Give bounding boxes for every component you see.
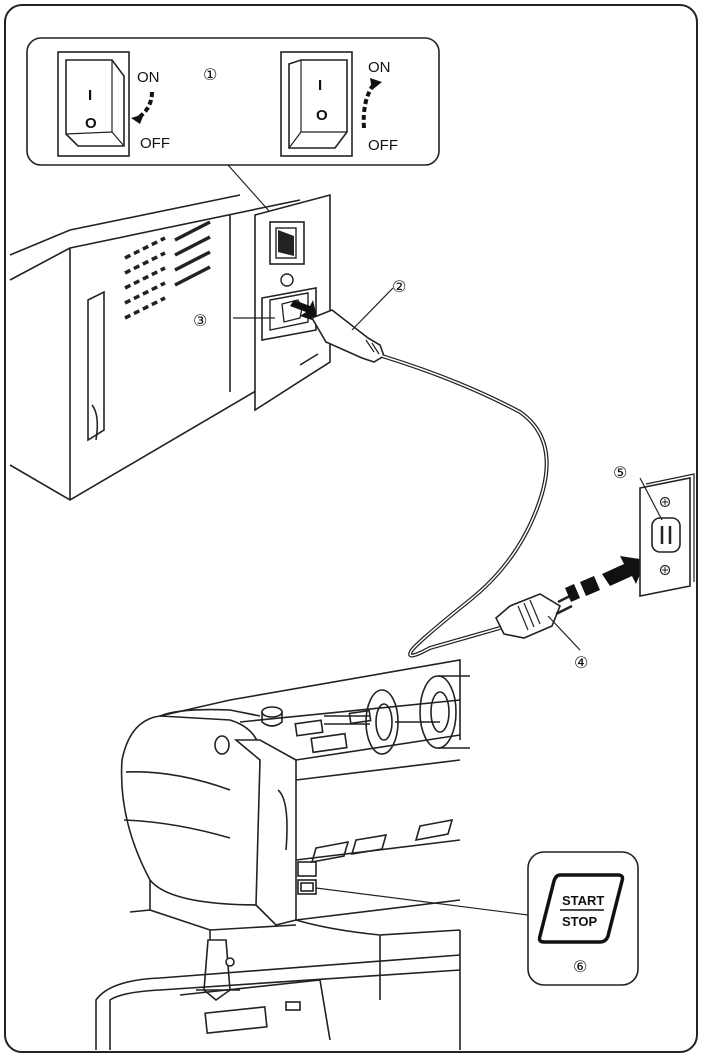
callout-5: ⑤ [613, 463, 627, 482]
switch-inset: I O ON OFF ① I O ON OFF [26, 37, 440, 166]
right-switch-on-mark: I [318, 77, 322, 94]
start-stop-label-stop: STOP [562, 914, 597, 929]
right-switch-on-label: ON [368, 59, 391, 76]
start-stop-label-start: START [562, 893, 604, 908]
left-switch-on-label: ON [137, 69, 160, 86]
callout-6: ⑥ [573, 957, 587, 976]
sewing-machine-front [95, 659, 470, 1050]
left-switch-off-mark: O [85, 115, 97, 132]
wall-outlet-icon [639, 473, 695, 597]
left-switch-on-mark: I [88, 87, 92, 104]
left-switch-off-label: OFF [140, 135, 170, 152]
rocker-switch-on-icon: I O [280, 51, 353, 157]
callout-1: ① [203, 65, 217, 84]
right-switch-off-mark: O [316, 107, 328, 124]
insert-plug-arrow-icon [565, 556, 646, 602]
diagram-frame [4, 4, 698, 1053]
machine-power-switch-icon [269, 221, 305, 287]
right-switch-off-label: OFF [368, 137, 398, 154]
start-stop-button[interactable] [537, 873, 625, 944]
plug-in-arrow-icon [290, 300, 318, 322]
rocker-switch-off-icon: I O [57, 51, 130, 157]
callout-2: ② [392, 277, 406, 296]
power-plug-icon [495, 592, 575, 639]
callout-3: ③ [193, 311, 207, 330]
start-stop-inset: START STOP ⑥ [527, 851, 639, 986]
right-switch-arrow-icon [361, 78, 382, 129]
callout-4: ④ [574, 653, 588, 672]
left-switch-arrow-icon [131, 91, 154, 124]
